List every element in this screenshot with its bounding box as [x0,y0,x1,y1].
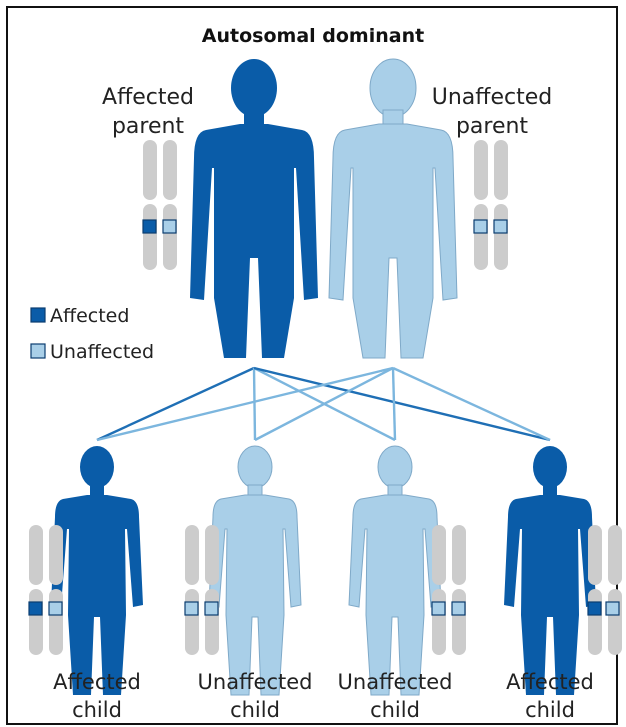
line-affected-to-child4 [254,368,550,440]
child1-chromosomes [29,525,63,655]
child2-figure [209,446,301,695]
right-parent-chromosomes [474,140,508,270]
legend-unaffected-label: Unaffected [50,341,154,363]
line-unaffected-to-child1 [97,368,393,440]
child1-label-line2: child [72,698,122,722]
child2-label-line1: Unaffected [198,670,313,694]
inheritance-lines [97,368,550,440]
left-parent-label-line2: parent [112,114,184,139]
child4-chromosomes [588,525,622,655]
affected-parent-figure [190,59,318,358]
legend-affected-swatch [31,308,45,322]
line-affected-to-child1 [97,368,254,440]
child3-label-line1: Unaffected [338,670,453,694]
line-affected-to-child2 [254,368,255,440]
legend: Affected Unaffected [31,305,154,363]
child3-figure [349,446,441,695]
line-unaffected-to-child3 [393,368,395,440]
child1-label-line1: Affected [53,670,141,694]
child1-figure [51,446,143,695]
diagram-title: Autosomal dominant [202,25,424,47]
line-unaffected-to-child4 [393,368,550,440]
child3-chromosomes [432,525,466,655]
right-parent-label-line1: Unaffected [432,85,552,110]
legend-unaffected-swatch [31,344,45,358]
child2-label-line2: child [230,698,280,722]
right-parent-label-line2: parent [456,114,528,139]
left-parent-chromosomes [143,140,177,270]
child2-chromosomes [185,525,219,655]
legend-affected-label: Affected [50,305,129,327]
child4-label-line1: Affected [506,670,594,694]
child4-figure [504,446,596,695]
child3-label-line2: child [370,698,420,722]
child4-label-line2: child [525,698,575,722]
left-parent-label-line1: Affected [102,85,194,110]
